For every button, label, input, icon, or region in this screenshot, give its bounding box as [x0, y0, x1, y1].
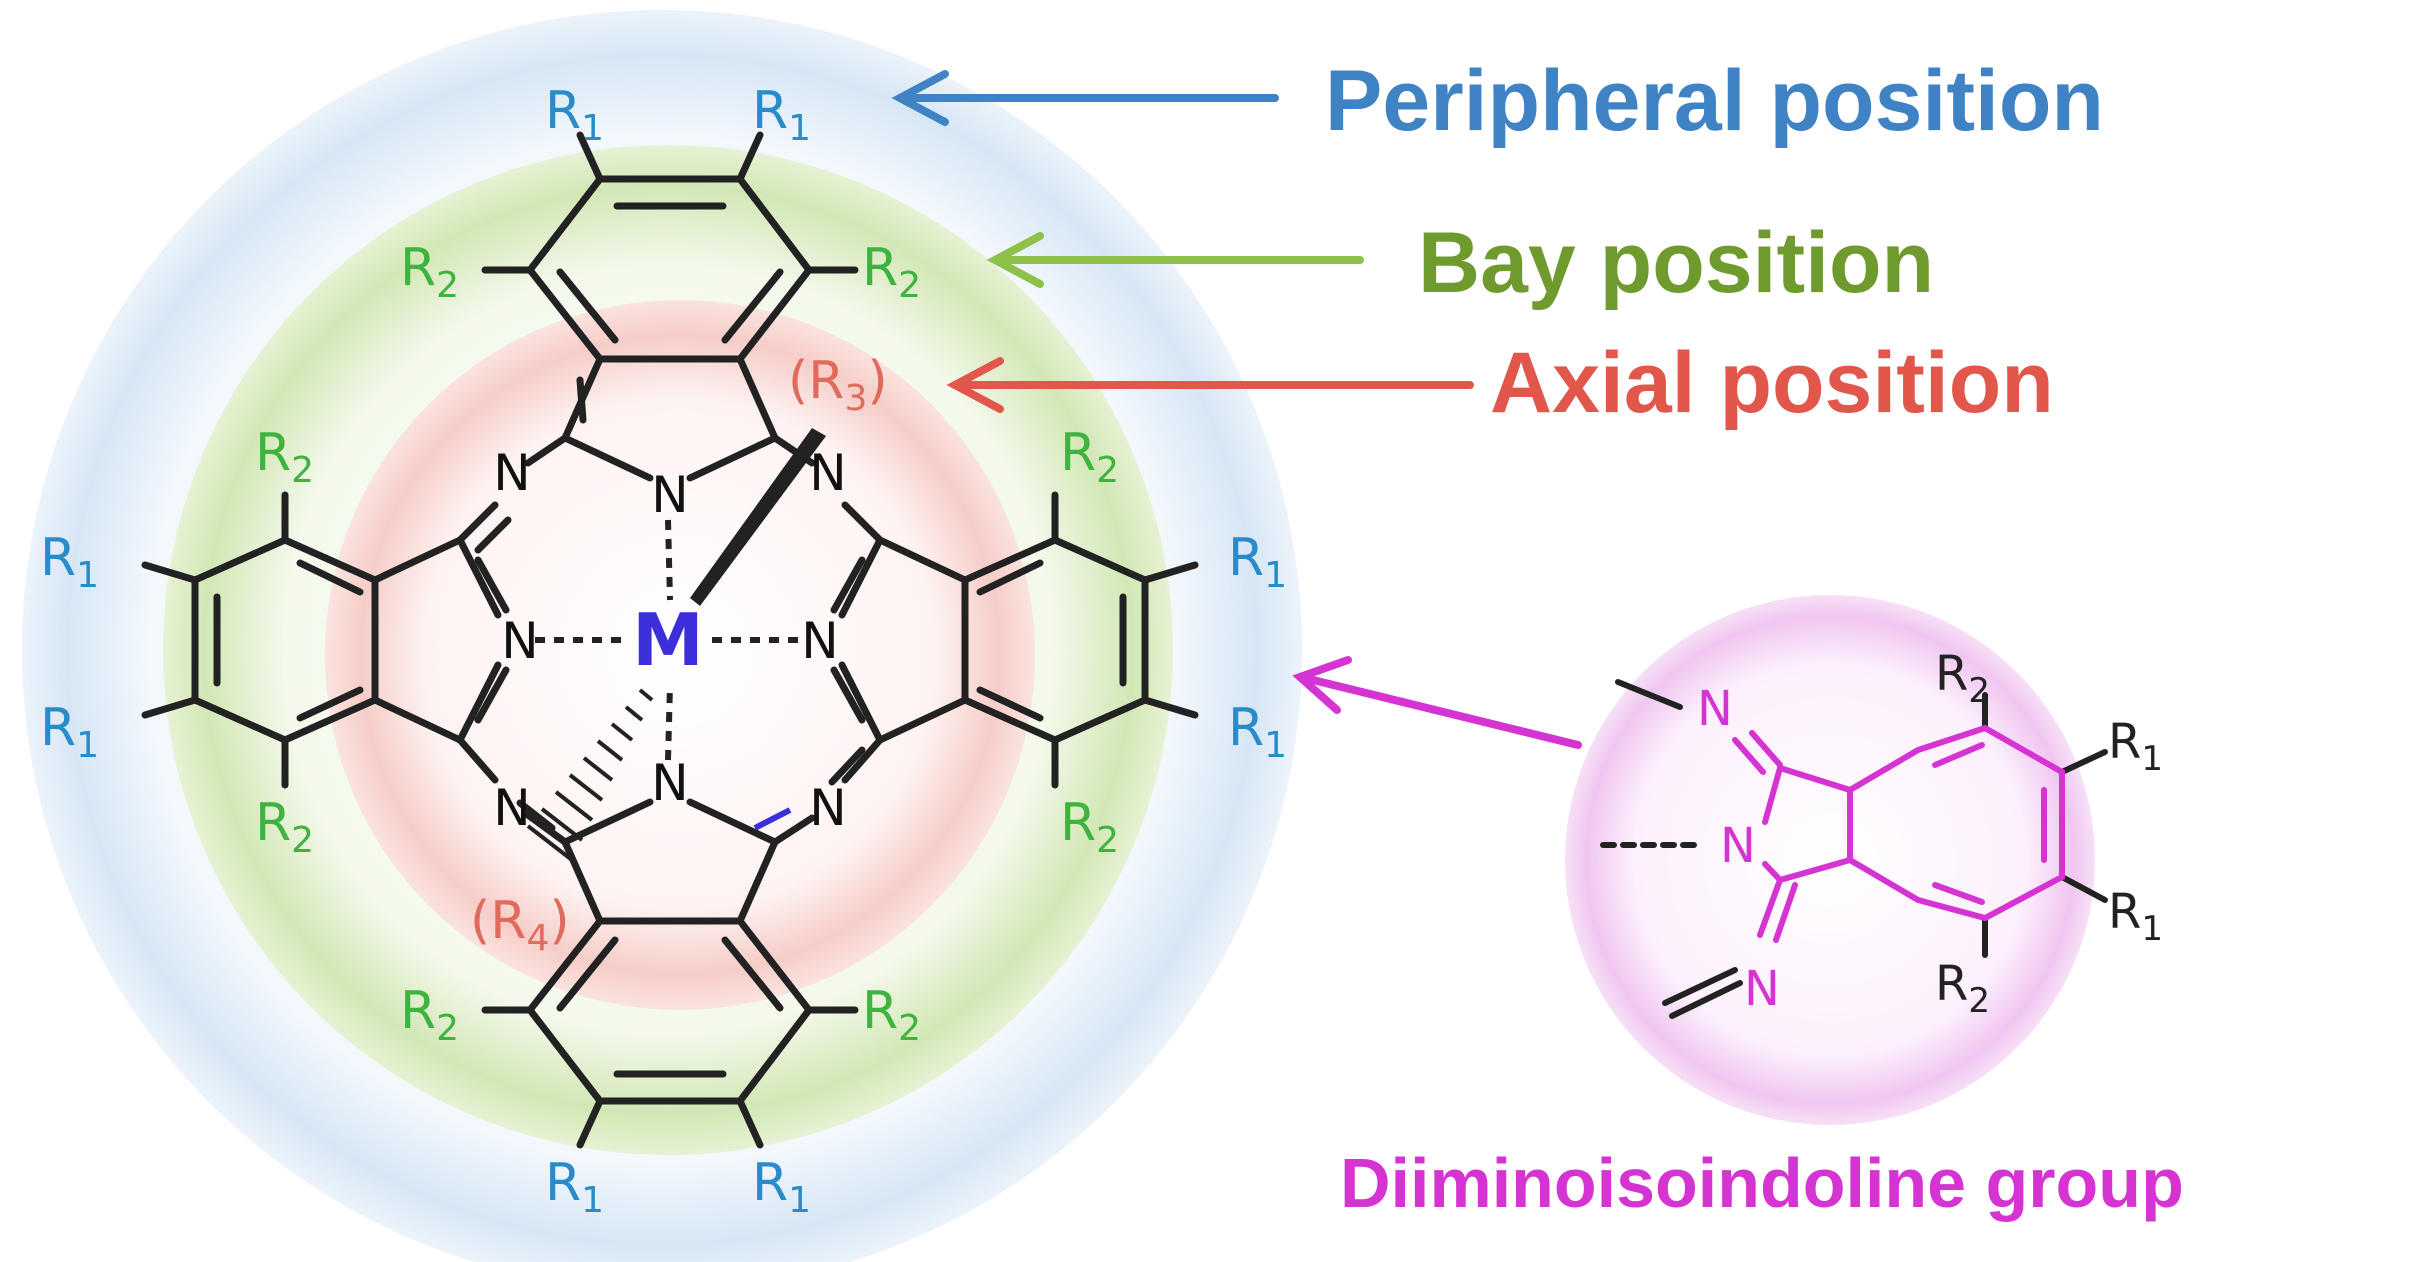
axial-ring [325, 300, 1035, 1010]
n-atom: N [493, 444, 530, 502]
r2-label: R2 [255, 793, 314, 861]
n-atom: N [1720, 818, 1756, 874]
n-atom: N [801, 612, 838, 670]
n-atom: N [809, 779, 846, 837]
n-atom: N [1697, 681, 1733, 737]
r2-label: R2 [1935, 956, 1990, 1021]
n-atom: N [1744, 961, 1780, 1017]
peripheral-position-label: Peripheral position [1325, 53, 2104, 149]
r2-substituents: R2 R2 R2 R2 R2 R2 R2 R2 [255, 238, 1119, 1049]
n-atom: N [651, 466, 688, 524]
metal-atom: M [632, 598, 704, 682]
axial-position-label: Axial position [1490, 335, 2054, 431]
r2-label: R2 [255, 423, 314, 491]
peripheral-arrowhead [891, 70, 949, 126]
group-arrow [1301, 674, 1582, 749]
callout-arrows [891, 70, 1582, 749]
r1-label: R1 [2108, 714, 2163, 779]
n-atom: N [501, 612, 538, 670]
n-atom: N [651, 754, 688, 812]
axial-hash-bond-bottom [526, 688, 654, 862]
r4-label: (R4) [470, 891, 570, 959]
r2-label: R2 [1060, 793, 1119, 861]
r1-label: R1 [752, 1153, 811, 1221]
r1-label: R1 [40, 528, 99, 596]
r1-substituents: R1 R1 R1 R1 R1 R1 R1 R1 [40, 81, 1287, 1221]
r1-label: R1 [545, 1153, 604, 1221]
n-atom: N [809, 444, 846, 502]
bay-position-label: Bay position [1418, 215, 1934, 311]
diiminoisoindoline-circle [1565, 595, 2095, 1125]
r1-label: R1 [1228, 528, 1287, 596]
coordination-bonds [535, 519, 800, 761]
bay-arrowhead [986, 232, 1044, 288]
r1-label: R1 [545, 81, 604, 149]
group-arrowhead [1292, 656, 1352, 714]
r3-label: (R3) [788, 351, 888, 419]
n-atom: N [493, 779, 530, 837]
r2-label: R2 [1060, 423, 1119, 491]
nitrogen-atoms: N N N N N N N N [493, 444, 846, 837]
r2-label: R2 [862, 238, 921, 306]
r2-label: R2 [400, 238, 459, 306]
r1-label: R1 [40, 698, 99, 766]
r2-label: R2 [862, 981, 921, 1049]
diiminoisoindoline-group-label: Diiminoisoindoline group [1340, 1144, 2184, 1222]
fragment-nitrogens: N N N [1697, 681, 1780, 1017]
phthalocyanine-bonds [141, 131, 1199, 1149]
accent-bond [753, 807, 792, 831]
r2-label: R2 [400, 981, 459, 1049]
r1-label: R1 [752, 81, 811, 149]
r2-label: R2 [1935, 646, 1990, 711]
fragment-substituents: R2 R1 R1 R2 [1935, 646, 2163, 1021]
axial-arrowhead [946, 357, 1004, 413]
axial-wedge-bond-top [690, 428, 826, 606]
r1-label: R1 [2108, 884, 2163, 949]
diiminoisoindoline-fragment [1600, 679, 2108, 1019]
r1-label: R1 [1228, 698, 1287, 766]
